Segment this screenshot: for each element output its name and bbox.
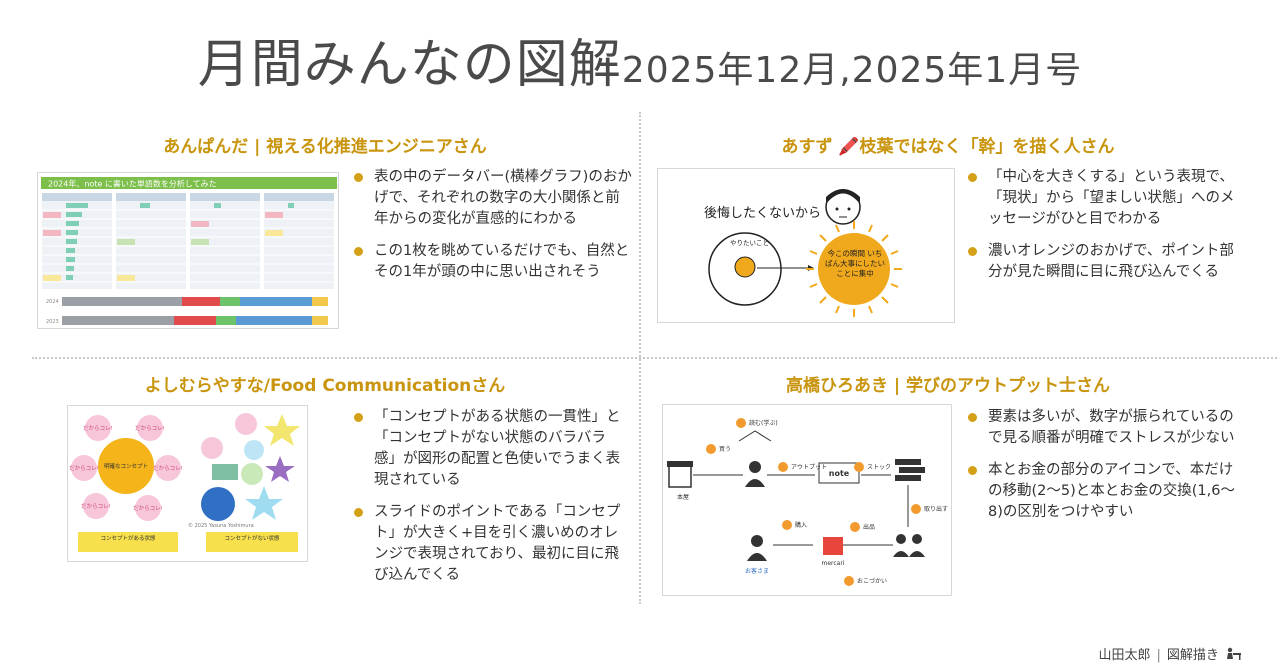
label-note: note bbox=[829, 469, 850, 478]
footer-label: 図解描き bbox=[1166, 648, 1219, 663]
section-1-thumbnail: 2024年、note に書いた単語数を分析してみた bbox=[37, 172, 339, 329]
section-1-bullet-1: 表の中のデータバー(横棒グラフ)のおかげで、それぞれの数字の大小関係と前年からの… bbox=[352, 167, 632, 230]
page-title: 月間みんなの図解2025年12月,2025年1月号 bbox=[0, 22, 1280, 97]
footer-author: 山田太郎 bbox=[1098, 648, 1151, 663]
center-concept-label: 明確なコンセプト bbox=[104, 462, 148, 470]
section-4-bullet-1: 要素は多いが、数字が振られているので見る順番が明確でストレスが少ない bbox=[966, 407, 1238, 449]
section-2-bullets: 「中心を大きくする」という表現で、「現状」から「望ましい状態」へのメッセージがひ… bbox=[966, 167, 1236, 294]
footer-separator: | bbox=[1156, 648, 1161, 663]
sketch-title: 後悔したくないから bbox=[704, 206, 821, 221]
bubble-text-2: だからコレ! bbox=[135, 425, 165, 432]
box-right-title: コンセプトがない状態 bbox=[224, 534, 280, 542]
footer-credit: 山田太郎 | 図解描き bbox=[1098, 644, 1242, 665]
circle-label: やりたいこと bbox=[730, 239, 769, 247]
bubble-text-3: だからコレ! bbox=[69, 465, 99, 472]
title-issue: 2025年12月,2025年1月号 bbox=[621, 50, 1083, 91]
title-main: 月間みんなの図解 bbox=[197, 35, 622, 95]
section-2-heading: あすず 🖍️枝葉ではなく「幹」を描く人さん bbox=[781, 137, 1115, 157]
label-store: 本屋 bbox=[677, 493, 689, 501]
drawing-desk-icon bbox=[1226, 647, 1242, 665]
section-4-bullets: 要素は多いが、数字が振られているので見る順番が明確でストレスが少ない 本とお金の… bbox=[966, 407, 1238, 534]
step-4-label: ストック bbox=[867, 464, 891, 471]
section-1-bullet-2: この1枚を眺めているだけでも、自然とその1年が頭の中に思い出されそう bbox=[352, 241, 632, 283]
step-8-label: おこづかい bbox=[857, 577, 887, 585]
section-4-bullet-2: 本とお金の部分のアイコンで、本だけの移動(2〜5)と本とお金の交換(1,6〜8)… bbox=[966, 460, 1238, 523]
step-5-label: 取り出す bbox=[924, 505, 948, 513]
concept-bubbles-illustration: だからコレ! だからコレ! だからコレ! だからコレ! だからコレ! だからコレ… bbox=[68, 406, 307, 561]
section-3-heading: よしむらやすな/Food Communicationさん bbox=[144, 376, 506, 396]
step-1-label: 買う bbox=[719, 446, 731, 453]
label-customer: お客さま bbox=[745, 567, 769, 575]
section-4-heading: 高橋ひろあき | 学びのアウトプット士さん bbox=[785, 376, 1111, 396]
thumb-banner-text: 2024年、note に書いた単語数を分析してみた bbox=[48, 179, 217, 189]
bubble-text-4: だからコレ! bbox=[153, 465, 183, 472]
bubble-text-5: だからコレ! bbox=[81, 503, 111, 510]
section-4-thumbnail: 本屋 note 買う 読む(学ぶ) アウト bbox=[662, 404, 952, 596]
section-2-bullet-2: 濃いオレンジのおかげで、ポイント部分が見た瞬間に目に飛び込んでくる bbox=[966, 241, 1236, 283]
bar-row-label-2024: 2024 bbox=[46, 299, 59, 305]
section-2-thumbnail: 後悔したくないから やりたいこと 今この瞬間 いちばん大事にしたいことに集中 bbox=[657, 168, 955, 323]
thumb-credit: © 2025 Yasuna Yoshimura bbox=[188, 522, 254, 529]
concept-sketch-illustration: 後悔したくないから やりたいこと 今この瞬間 いちばん大事にしたいことに集中 bbox=[658, 169, 954, 322]
section-3-bullet-2: スライドのポイントである「コンセプト」が大きく+目を引く濃いめのオレンジで表現さ… bbox=[352, 502, 627, 586]
section-3-bullets: 「コンセプトがある状態の一貫性」と「コンセプトがない状態のバラバラ感」が図形の配… bbox=[352, 407, 627, 597]
box-left-title: コンセプトがある状態 bbox=[100, 534, 156, 542]
section-3-thumbnail: だからコレ! だからコレ! だからコレ! だからコレ! だからコレ! だからコレ… bbox=[67, 405, 308, 562]
sun-text: 今この瞬間 いちばん大事にしたいことに集中 bbox=[825, 249, 885, 278]
step-2-label: 読む(学ぶ) bbox=[749, 419, 778, 427]
horizontal-divider bbox=[32, 357, 1277, 359]
section-2-bullet-1: 「中心を大きくする」という表現で、「現状」から「望ましい状態」へのメッセージがひ… bbox=[966, 167, 1236, 230]
section-1-heading: あんぱんだ | 視える化推進エンジニアさん bbox=[163, 137, 487, 157]
book-flow-illustration: 本屋 note 買う 読む(学ぶ) アウト bbox=[663, 405, 951, 595]
label-mercari: mercari bbox=[822, 560, 845, 567]
step-3-label: アウトプット bbox=[791, 463, 827, 471]
section-1-bullets: 表の中のデータバー(横棒グラフ)のおかげで、それぞれの数字の大小関係と前年からの… bbox=[352, 167, 632, 294]
bar-row-label-2023: 2023 bbox=[46, 319, 59, 325]
bubble-text-1: だからコレ! bbox=[83, 425, 113, 432]
section-3-bullet-1: 「コンセプトがある状態の一貫性」と「コンセプトがない状態のバラバラ感」が図形の配… bbox=[352, 407, 627, 491]
data-table-illustration: 2024年、note に書いた単語数を分析してみた bbox=[38, 173, 338, 328]
bubble-text-6: だからコレ! bbox=[133, 505, 163, 512]
step-7-label: 購入 bbox=[795, 521, 807, 529]
step-6-label: 出品 bbox=[863, 523, 875, 531]
